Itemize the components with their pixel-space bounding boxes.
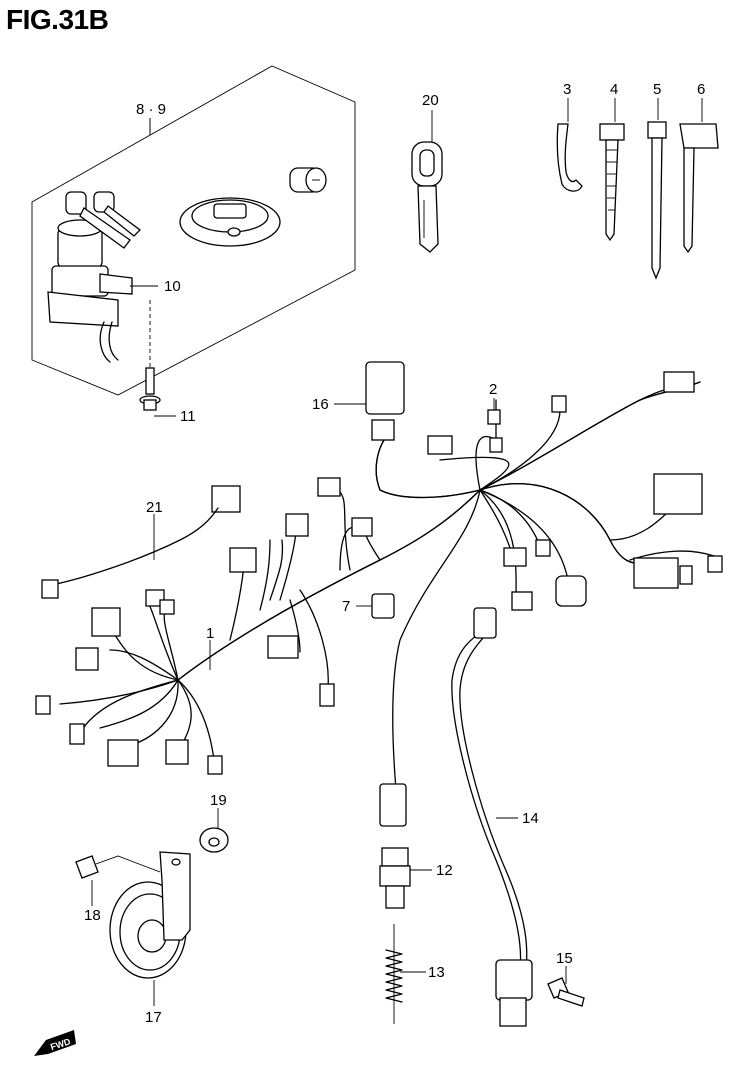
- callout-2: 2: [489, 381, 497, 398]
- callout-1: 1: [206, 625, 214, 642]
- bolt-11-drawing: [139, 300, 161, 411]
- clamp-6-drawing: [679, 123, 719, 254]
- main-wiring-harness: [59, 379, 715, 791]
- spring-13-drawing: [385, 924, 403, 1024]
- fuel-cap-drawing: [179, 197, 281, 247]
- bolt-15-drawing: [547, 977, 585, 1007]
- callout-21: 21: [146, 499, 163, 516]
- callout-19: 19: [210, 792, 227, 809]
- callout-18: 18: [84, 907, 101, 924]
- callout-6: 6: [697, 81, 705, 98]
- clamp-3-drawing: [556, 123, 583, 192]
- forward-arrow-icon: FWD: [34, 1030, 76, 1056]
- callout-labels: 8 · 9 10 11 20 3 4 5 6 16 2 21 1 7 19 18…: [84, 81, 705, 1026]
- harness-connectors: [35, 361, 723, 775]
- speed-sensor-cable-14: [451, 607, 533, 1027]
- callout-12: 12: [436, 862, 453, 879]
- bolt-18-drawing: [75, 855, 161, 879]
- horn-17-drawing: [109, 851, 191, 979]
- ignition-lock-set-box: [31, 65, 356, 396]
- callout-20: 20: [422, 92, 439, 109]
- callout-17: 17: [145, 1009, 162, 1026]
- washer-19-drawing: [199, 827, 229, 853]
- leader-lines: [91, 98, 703, 1006]
- callout-15: 15: [556, 950, 573, 967]
- key-20-drawing: [411, 141, 443, 253]
- callout-3: 3: [563, 81, 571, 98]
- callout-4: 4: [610, 81, 618, 98]
- callout-14: 14: [522, 810, 539, 827]
- callout-10: 10: [164, 278, 181, 295]
- clamp-5-drawing: [647, 121, 667, 280]
- clamp-4-drawing: [599, 123, 625, 242]
- callout-11: 11: [180, 408, 196, 425]
- clamp-7-drawing: [371, 593, 395, 619]
- callout-5: 5: [653, 81, 661, 98]
- cable-21-drawing: [45, 507, 219, 587]
- callout-13: 13: [428, 964, 445, 981]
- callout-7: 7: [342, 598, 350, 615]
- callout-16: 16: [312, 396, 329, 413]
- callout-8-9: 8 · 9: [136, 101, 166, 118]
- seat-lock-drawing: [289, 167, 327, 193]
- ignition-switch-drawing: [47, 191, 141, 363]
- figure-title: FIG.31B: [6, 4, 109, 35]
- neutral-switch-12-drawing: [379, 783, 411, 909]
